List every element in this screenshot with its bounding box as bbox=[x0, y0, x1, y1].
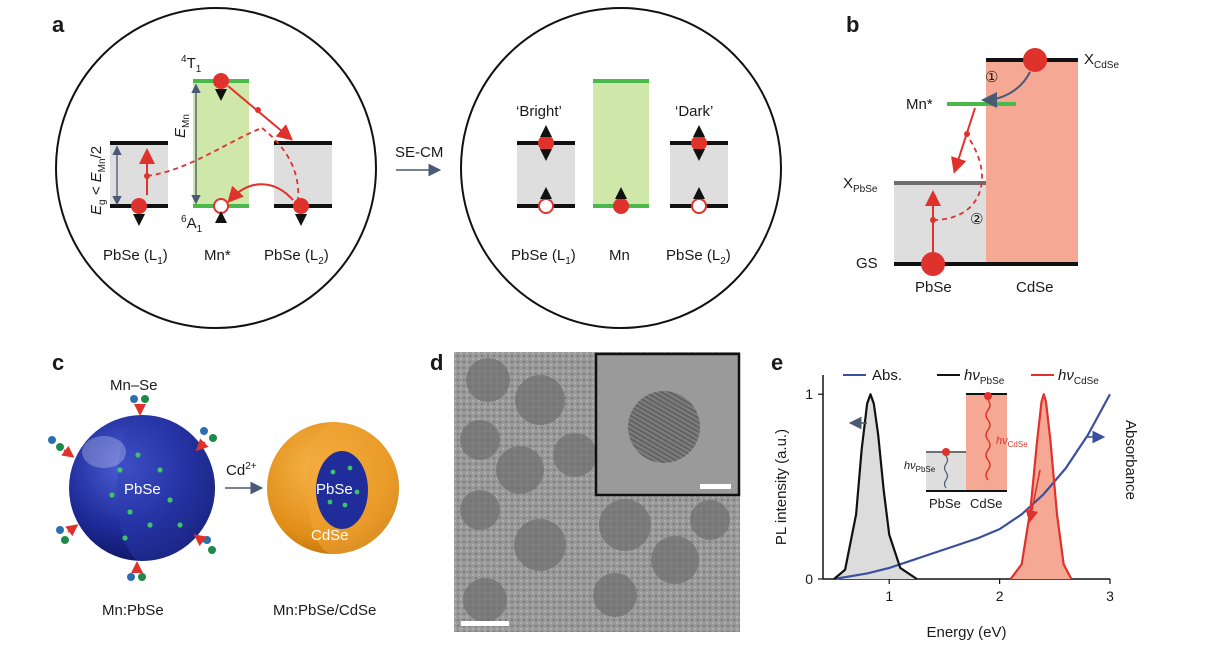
electron-dot bbox=[613, 198, 629, 214]
panel-c-letter: c bbox=[52, 350, 64, 375]
cd-ion-label: Cd2+ bbox=[226, 461, 257, 479]
series-line bbox=[833, 393, 1111, 581]
panel-a-letter: a bbox=[52, 12, 65, 37]
pbse-label-b: PbSe bbox=[915, 279, 952, 296]
electron-dot bbox=[538, 135, 554, 151]
bright-label: ‘Bright’ bbox=[516, 103, 562, 120]
y-axis-label-right: Absorbance bbox=[1122, 420, 1139, 500]
mn-dopants-core bbox=[327, 465, 360, 508]
pbse-l2-box bbox=[274, 143, 332, 206]
precursor-molecules bbox=[48, 395, 217, 581]
inset-hv-pbse: hνPbSe bbox=[904, 460, 936, 474]
gs-label: GS bbox=[856, 255, 878, 272]
hole-dot bbox=[691, 198, 707, 214]
mn-star-caption: Mn* bbox=[204, 247, 231, 264]
cdse-shell-label: CdSe bbox=[311, 527, 349, 544]
mn-dopants bbox=[109, 452, 183, 541]
emn-label: EMn bbox=[172, 114, 192, 138]
step-2: ② bbox=[970, 211, 983, 228]
electron-dot bbox=[921, 252, 945, 276]
x-tick-label: 1 bbox=[885, 588, 893, 604]
inset-cdse: CdSe bbox=[970, 496, 1003, 511]
left-circle bbox=[55, 7, 377, 329]
series-line bbox=[1009, 393, 1073, 580]
hole-dot bbox=[538, 198, 554, 214]
se-cm-label: SE-CM bbox=[395, 144, 443, 161]
panel-a: a Eg < EMn/2 EMn 4T1 6A1 bbox=[52, 7, 782, 329]
pbse-l2-caption: PbSe (L2) bbox=[264, 247, 329, 267]
series-fill bbox=[834, 394, 917, 579]
eg-condition-label: Eg < EMn/2 bbox=[88, 146, 108, 215]
x-axis-label: Energy (eV) bbox=[926, 624, 1006, 641]
scale-bar bbox=[461, 621, 509, 626]
hole-dot bbox=[213, 198, 229, 214]
pbse-core-label-2: PbSe bbox=[316, 481, 353, 498]
electron-dot bbox=[1023, 48, 1047, 72]
y-axis-label: PL intensity (a.u.) bbox=[773, 429, 790, 545]
mn-caption-right: Mn bbox=[609, 247, 630, 264]
panel-d: d bbox=[430, 350, 741, 632]
cdse-axis-arrow bbox=[1025, 469, 1041, 524]
panel-e-letter: e bbox=[771, 350, 783, 375]
electron-dot bbox=[691, 135, 707, 151]
y-tick-label: 1 bbox=[805, 386, 813, 402]
dark-label: ‘Dark’ bbox=[675, 103, 713, 120]
x-tick-label: 3 bbox=[1106, 588, 1114, 604]
electron-dot bbox=[293, 198, 309, 214]
inset-pbse: PbSe bbox=[929, 496, 961, 511]
x-tick-label: 2 bbox=[996, 588, 1004, 604]
mn-se-label: Mn–Se bbox=[110, 377, 158, 394]
legend-hv-pbse: hνPbSe bbox=[964, 367, 1005, 387]
inset-scale-bar bbox=[700, 484, 731, 489]
mn-ground-box bbox=[593, 81, 649, 206]
nanocrystals bbox=[460, 358, 730, 622]
xpbse-label: XPbSe bbox=[843, 175, 878, 195]
panel-b-letter: b bbox=[846, 12, 859, 37]
inset-hv-cdse: hνCdSe bbox=[996, 435, 1028, 449]
panel-d-letter: d bbox=[430, 350, 443, 375]
inset-nanocrystal bbox=[628, 391, 700, 463]
mn-star-label-b: Mn* bbox=[906, 96, 933, 113]
right-circle bbox=[460, 7, 782, 329]
pbse-l1-caption: PbSe (L1) bbox=[103, 247, 168, 267]
electron-dot bbox=[131, 198, 147, 214]
panel-c: c Mn–Se PbSe Mn:PbSe Cd2+ bbox=[48, 350, 399, 619]
mn-pbse-cdse-caption: Mn:PbSe/CdSe bbox=[273, 602, 376, 619]
legend-abs: Abs. bbox=[872, 367, 902, 384]
series-fill bbox=[1010, 394, 1072, 579]
t1-label: 4T1 bbox=[181, 54, 202, 75]
pbse-core bbox=[316, 451, 368, 529]
mn-pbse-caption: Mn:PbSe bbox=[102, 602, 164, 619]
pbse-core-label: PbSe bbox=[124, 481, 161, 498]
step-1: ① bbox=[985, 69, 998, 86]
pl-inset: hνCdSe hνPbSe PbSe CdSe bbox=[904, 392, 1028, 511]
pbse-l1-caption-right: PbSe (L1) bbox=[511, 247, 576, 267]
cdse-label-b: CdSe bbox=[1016, 279, 1054, 296]
mn-star-box bbox=[193, 81, 249, 206]
legend-hv-cdse: hνCdSe bbox=[1058, 367, 1099, 387]
a1-label: 6A1 bbox=[181, 214, 203, 235]
xcdse-label: XCdSe bbox=[1084, 51, 1119, 71]
panel-b: b ① ② XCdSe Mn* XPbSe GS PbSe CdSe bbox=[843, 12, 1119, 296]
pbse-l2-caption-right: PbSe (L2) bbox=[666, 247, 731, 267]
cdse-band bbox=[986, 60, 1078, 264]
electron-dot bbox=[213, 73, 229, 89]
legend: Abs. hνPbSe hνCdSe bbox=[843, 367, 1099, 387]
y-tick-label: 0 bbox=[805, 571, 813, 587]
series-line bbox=[833, 393, 918, 580]
